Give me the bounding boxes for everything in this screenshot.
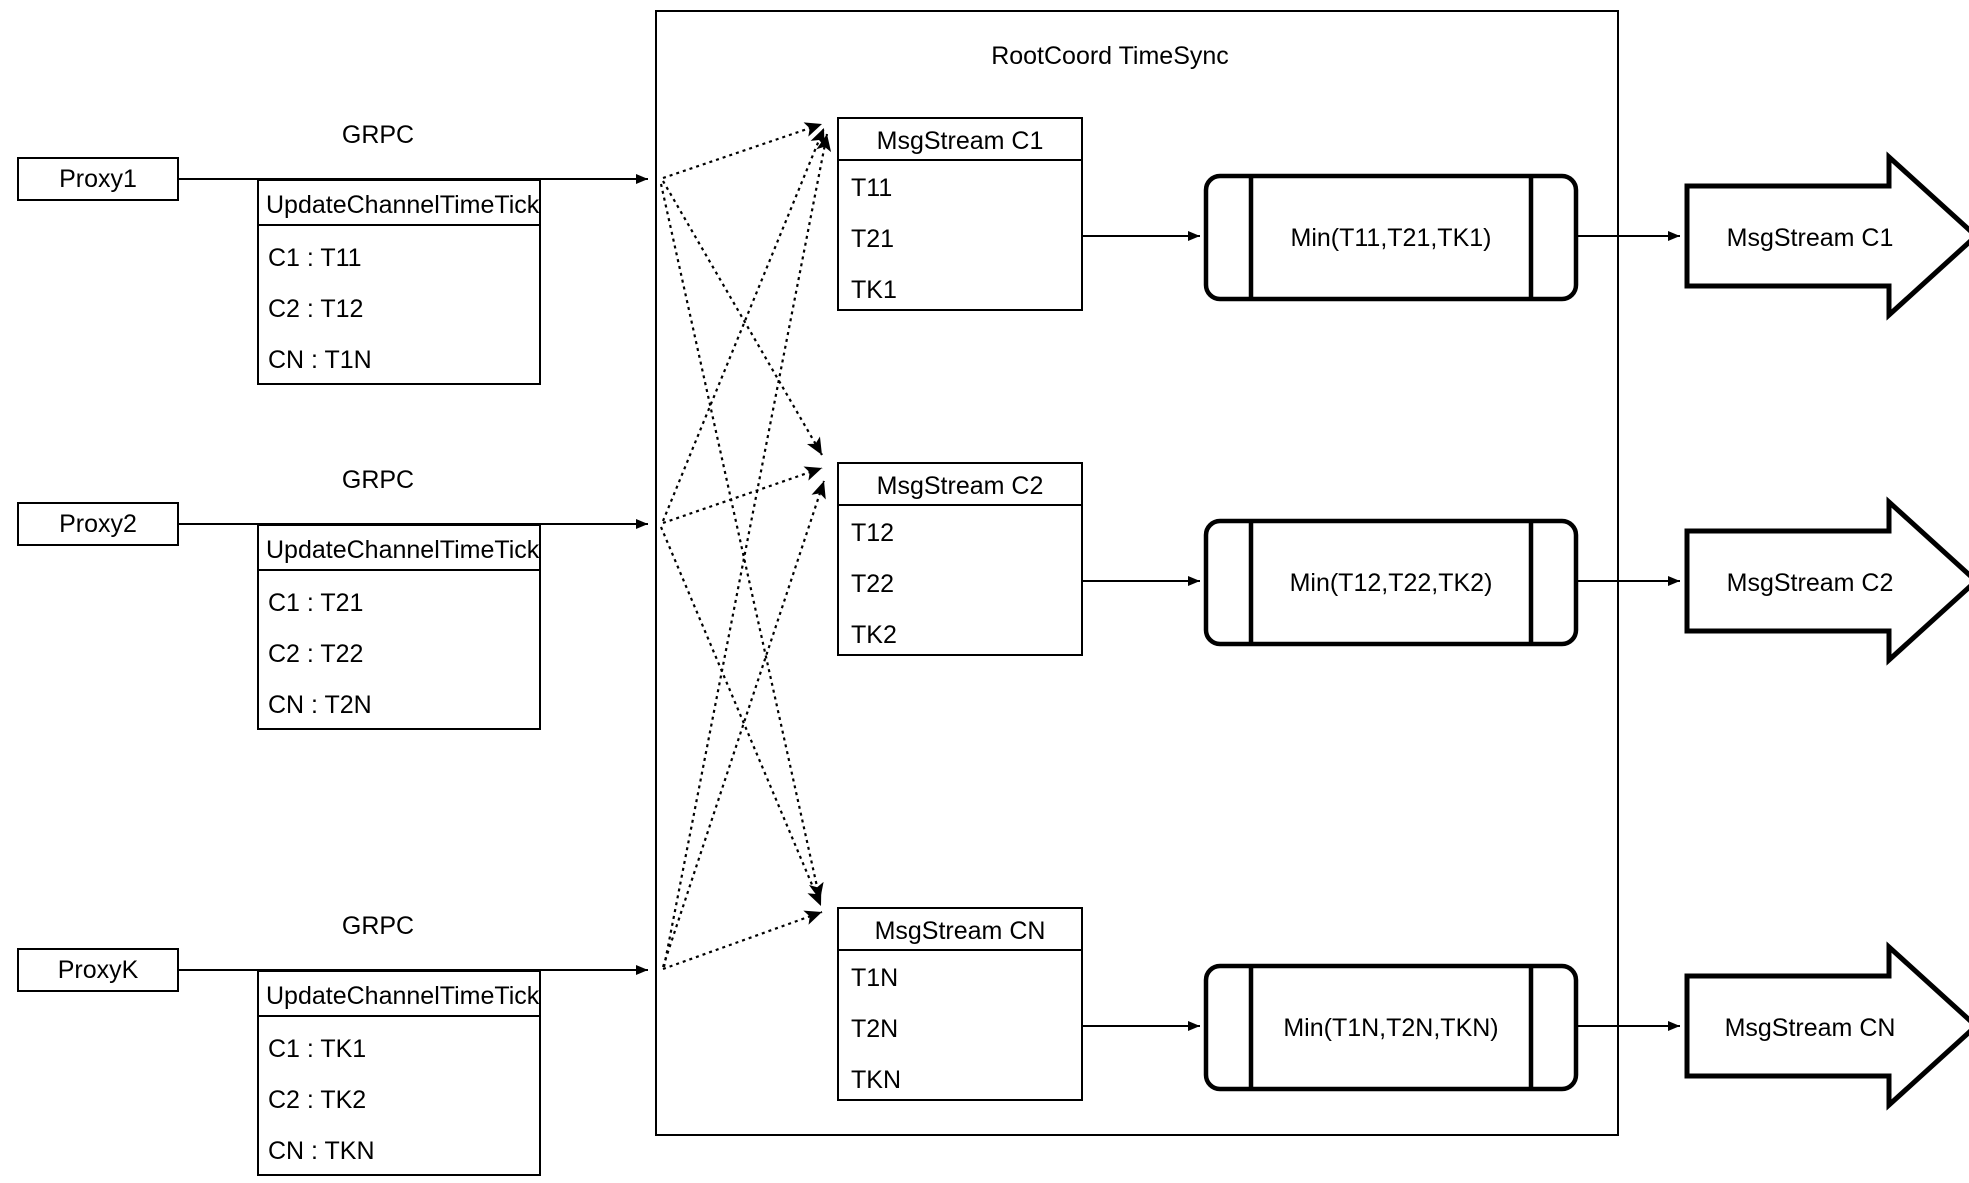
timetick-row-1-0: C1 : T11 [268,244,362,272]
timetick-table-1 [257,179,541,385]
min-process-box-3 [1203,963,1579,1092]
proxy-box-1[interactable] [17,157,179,201]
min-process-box-1 [1203,173,1579,302]
msgstream-row-3-1: T2N [851,1015,898,1043]
min-label-2: Min(T12,T22,TK2) [1290,569,1493,597]
msgstream-row-2-2: TK2 [851,621,897,649]
timetick-row-3-0: C1 : TK1 [268,1035,366,1063]
msgstream-header-2: MsgStream C2 [877,472,1044,500]
grpc-label-2: GRPC [342,466,414,494]
timetick-table-3 [257,970,541,1176]
msgstream-row-1-1: T21 [851,225,894,253]
proxy-box-3[interactable] [17,948,179,992]
proxy-label-2: Proxy2 [59,510,137,538]
msgstream-row-3-2: TKN [851,1066,901,1094]
output-label-1: MsgStream C1 [1727,224,1894,252]
output-label-2: MsgStream C2 [1727,569,1894,597]
timetick-header-3: UpdateChannelTimeTick [266,982,540,1010]
proxy-label-1: Proxy1 [59,165,137,193]
fanout-p2-c2 [662,466,823,525]
output-block-arrow-1 [1684,151,1969,321]
timetick-row-3-1: C2 : TK2 [268,1086,366,1114]
msgstream-row-3-0: T1N [851,964,898,992]
timetick-header-2: UpdateChannelTimeTick [266,536,540,564]
timetick-row-1-2: CN : T1N [268,346,372,374]
msgstream-row-1-2: TK1 [851,276,897,304]
min-label-3: Min(T1N,T2N,TKN) [1283,1014,1498,1042]
grpc-label-3: GRPC [342,912,414,940]
msgstream-table-1 [837,117,1083,311]
min-process-box-2 [1203,518,1579,647]
fanout-p1-c3 [659,183,824,901]
fanout-p3-c3 [662,910,823,971]
timetick-row-2-2: CN : T2N [268,691,372,719]
fanout-p3-c2 [661,480,826,968]
output-block-arrow-2 [1684,496,1969,666]
timetick-row-2-0: C1 : T21 [268,589,363,617]
proxy-label-3: ProxyK [58,956,139,984]
output-block-arrow-3 [1684,941,1969,1111]
fanout-p3-c1 [662,133,832,968]
timetick-header-1: UpdateChannelTimeTick [266,191,540,219]
grpc-label-1: GRPC [342,121,414,149]
msgstream-header-3: MsgStream CN [875,917,1046,945]
timetick-table-2 [257,524,541,730]
timetick-row-3-2: CN : TKN [268,1137,375,1165]
fanout-p2-c3 [659,526,823,907]
msgstream-table-3 [837,907,1083,1101]
msgstream-row-1-0: T11 [851,174,892,202]
proxy-box-2[interactable] [17,502,179,546]
timetick-row-2-1: C2 : T22 [268,640,363,668]
rootcoord-title: RootCoord TimeSync [991,42,1229,70]
msgstream-table-2 [837,462,1083,656]
fanout-p2-c1 [661,127,826,522]
msgstream-header-1: MsgStream C1 [877,127,1044,155]
msgstream-row-2-1: T22 [851,570,894,598]
msgstream-row-2-0: T12 [851,519,894,547]
min-label-1: Min(T11,T21,TK1) [1291,224,1492,252]
output-label-3: MsgStream CN [1725,1014,1896,1042]
timetick-row-1-1: C2 : T12 [268,295,363,323]
